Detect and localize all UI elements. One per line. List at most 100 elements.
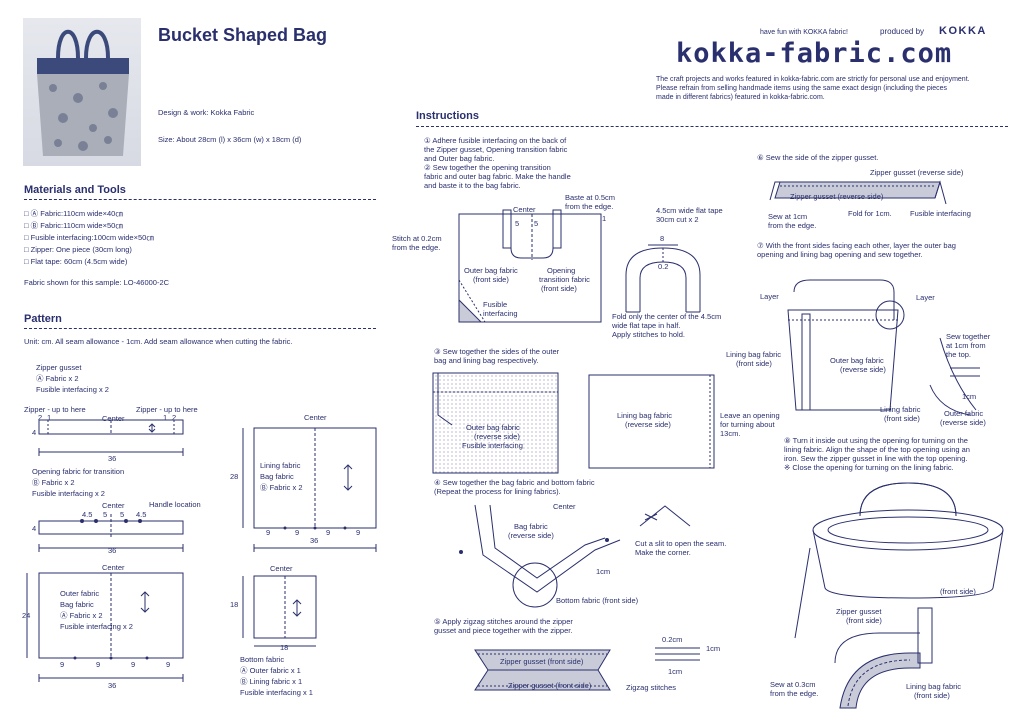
- step3-outer-diagram: [432, 372, 559, 474]
- label-w36-opening: 36: [108, 546, 117, 555]
- bottom-title: Bottom fabric: [240, 655, 285, 664]
- label-n2-left: 2: [38, 413, 43, 422]
- step2-line: ② Sew together the opening transition: [424, 163, 551, 172]
- step4-line: ④ Sew together the bag fabric and bottom…: [434, 478, 595, 487]
- detail-1cm-a: 1cm: [706, 644, 721, 653]
- fold-tape-note: Fold only the center of the 4.5cm: [612, 312, 722, 321]
- step3-line: ③ Sew together the sides of the outer: [434, 347, 560, 356]
- zg-front-top: Zipper gusset (front side): [500, 657, 584, 666]
- label-h28: 28: [230, 472, 239, 481]
- notice-line-2: Please refrain from selling handmade ite…: [656, 85, 948, 92]
- materials-divider: [24, 199, 376, 200]
- label-n45-right: 4.5: [136, 510, 147, 519]
- step6-diagram: [769, 180, 947, 205]
- material-item: □ Flat tape: 60cm (4.5cm wide): [24, 257, 128, 266]
- brand-name: KOKKA: [939, 25, 987, 37]
- zg-front-bottom: Zipper gusset (front side): [508, 681, 592, 690]
- instructions-divider: [416, 126, 1008, 127]
- lining-fabric-diagram: [242, 427, 377, 552]
- opening-title: Opening fabric for transition: [32, 467, 125, 476]
- zg-front2-label: (front side): [846, 616, 882, 625]
- step2-line: and baste it to the bag fabric.: [424, 181, 521, 190]
- outer-center: Center: [102, 563, 125, 572]
- materials-heading: Materials and Tools: [24, 184, 126, 196]
- step3-lining-diagram: [588, 374, 715, 469]
- outer-front-label: Outer bag fabric: [464, 266, 518, 275]
- step2-diagram: [458, 209, 602, 323]
- tape-note: 30cm cut x 2: [656, 215, 699, 224]
- sew03-note: Sew at 0.3cm: [770, 680, 816, 689]
- product-photo: [23, 18, 141, 166]
- outer-rev-label: Outer bag fabric: [466, 423, 520, 432]
- label-n45-left: 4.5: [82, 510, 93, 519]
- step8-line: iron. Sew the zipper gusset in line with…: [784, 454, 968, 463]
- outer-9-d: 9: [166, 660, 171, 669]
- opening-center: Center: [102, 501, 125, 510]
- step2-n5b: 5: [534, 219, 539, 228]
- detail-02cm: 0.2cm: [662, 635, 683, 644]
- fold1-note: Fold for 1cm.: [848, 209, 892, 218]
- zg-front2-label: Zipper gusset: [836, 607, 882, 616]
- step8-line: ⑧ Turn it inside out using the opening f…: [784, 436, 968, 445]
- outer-9-c: 9: [131, 660, 136, 669]
- label-h24: 24: [22, 611, 31, 620]
- leave-opening: for turning about: [720, 420, 775, 429]
- step3-line: bag and lining bag respectively.: [434, 356, 539, 365]
- pattern-unit: Unit: cm. All seam allowance - 1cm. Add …: [24, 337, 293, 346]
- stitch-note: Stitch at 0.2cm: [392, 234, 442, 243]
- opening-front-label: Opening: [547, 266, 576, 275]
- site-logo: kokka-fabric.com: [676, 38, 953, 69]
- zigzag-detail: [655, 647, 700, 661]
- sew-top-note: Sew together: [946, 332, 991, 341]
- outer-rev2-label: (reverse side): [840, 365, 886, 374]
- material-item: □ Zipper: One piece (30cm long): [24, 245, 132, 254]
- detail-1cm-b: 1cm: [668, 667, 683, 676]
- leave-opening: 13cm.: [720, 429, 741, 438]
- bottom-lining: Ⓑ Lining fabric x 1: [240, 677, 303, 686]
- step1-line: and Outer bag fabric.: [424, 154, 495, 163]
- lining-9-b: 9: [295, 528, 300, 537]
- leave-opening: Leave an opening: [720, 411, 780, 420]
- size-info: Size: About 28cm (l) x 36cm (w) x 18cm (…: [158, 135, 302, 144]
- zipper-gusset-interfacing: Fusible interfacing x 2: [36, 385, 109, 394]
- bottom-fabric-diagram: [242, 575, 317, 647]
- sew-top-note: at 1cm from: [946, 341, 986, 350]
- sew03-note: from the edge.: [770, 689, 819, 698]
- scissors-diagram: [639, 505, 691, 527]
- fusible-label: Fusible: [483, 300, 508, 309]
- slit-note: Make the corner.: [635, 548, 691, 557]
- label-n5-left: 5: [103, 510, 108, 519]
- lining-fabric-b: Ⓑ Fabric x 2: [260, 483, 303, 492]
- step4-line: (Repeat the process for lining fabrics).: [434, 487, 561, 496]
- pattern-heading: Pattern: [24, 313, 62, 325]
- lining-rev-label: (reverse side): [625, 420, 671, 429]
- fold-tape-note: wide flat tape in half.: [612, 321, 681, 330]
- label-n5-right: 5: [120, 510, 125, 519]
- outer-f-label: Outer fabric: [944, 409, 984, 418]
- zipper-gusset-title: Zipper gusset: [36, 363, 82, 372]
- fusible-label: interfacing: [483, 309, 518, 318]
- outer-f-label: (reverse side): [940, 418, 986, 427]
- lining-bag-front-label: (front side): [914, 691, 950, 700]
- label-n1-left: 1: [47, 413, 52, 422]
- bottom-front-label: Bottom fabric (front side): [556, 596, 639, 605]
- lining-rev-label: Lining bag fabric: [617, 411, 673, 420]
- outer-title: Outer fabric: [60, 589, 100, 598]
- step8-diagram: [794, 482, 1004, 709]
- bottom-center: Center: [270, 564, 293, 573]
- label-n2-right: 2: [172, 413, 177, 422]
- bag-rev-label: (reverse side): [508, 531, 554, 540]
- label-w18: 18: [280, 643, 289, 652]
- step5-line: ⑤ Apply zigzag stitches around the zippe…: [434, 617, 573, 626]
- zg-rev-top: Zipper gusset (reverse side): [870, 168, 964, 177]
- outer-rev-label: (reverse side): [474, 432, 520, 441]
- pattern-divider: [24, 328, 376, 329]
- page-title: Bucket Shaped Bag: [158, 25, 328, 45]
- fusible-int-note: Fusible interfacing: [910, 209, 971, 218]
- tape-note: 4.5cm wide flat tape: [656, 206, 723, 215]
- bag-rev-label: Bag fabric: [514, 522, 548, 531]
- sew-top-note: the top.: [946, 350, 972, 359]
- design-credit: Design & work: Kokka Fabric: [158, 108, 255, 117]
- tape-n8: 8: [660, 234, 665, 243]
- layer-right: Layer: [916, 293, 935, 302]
